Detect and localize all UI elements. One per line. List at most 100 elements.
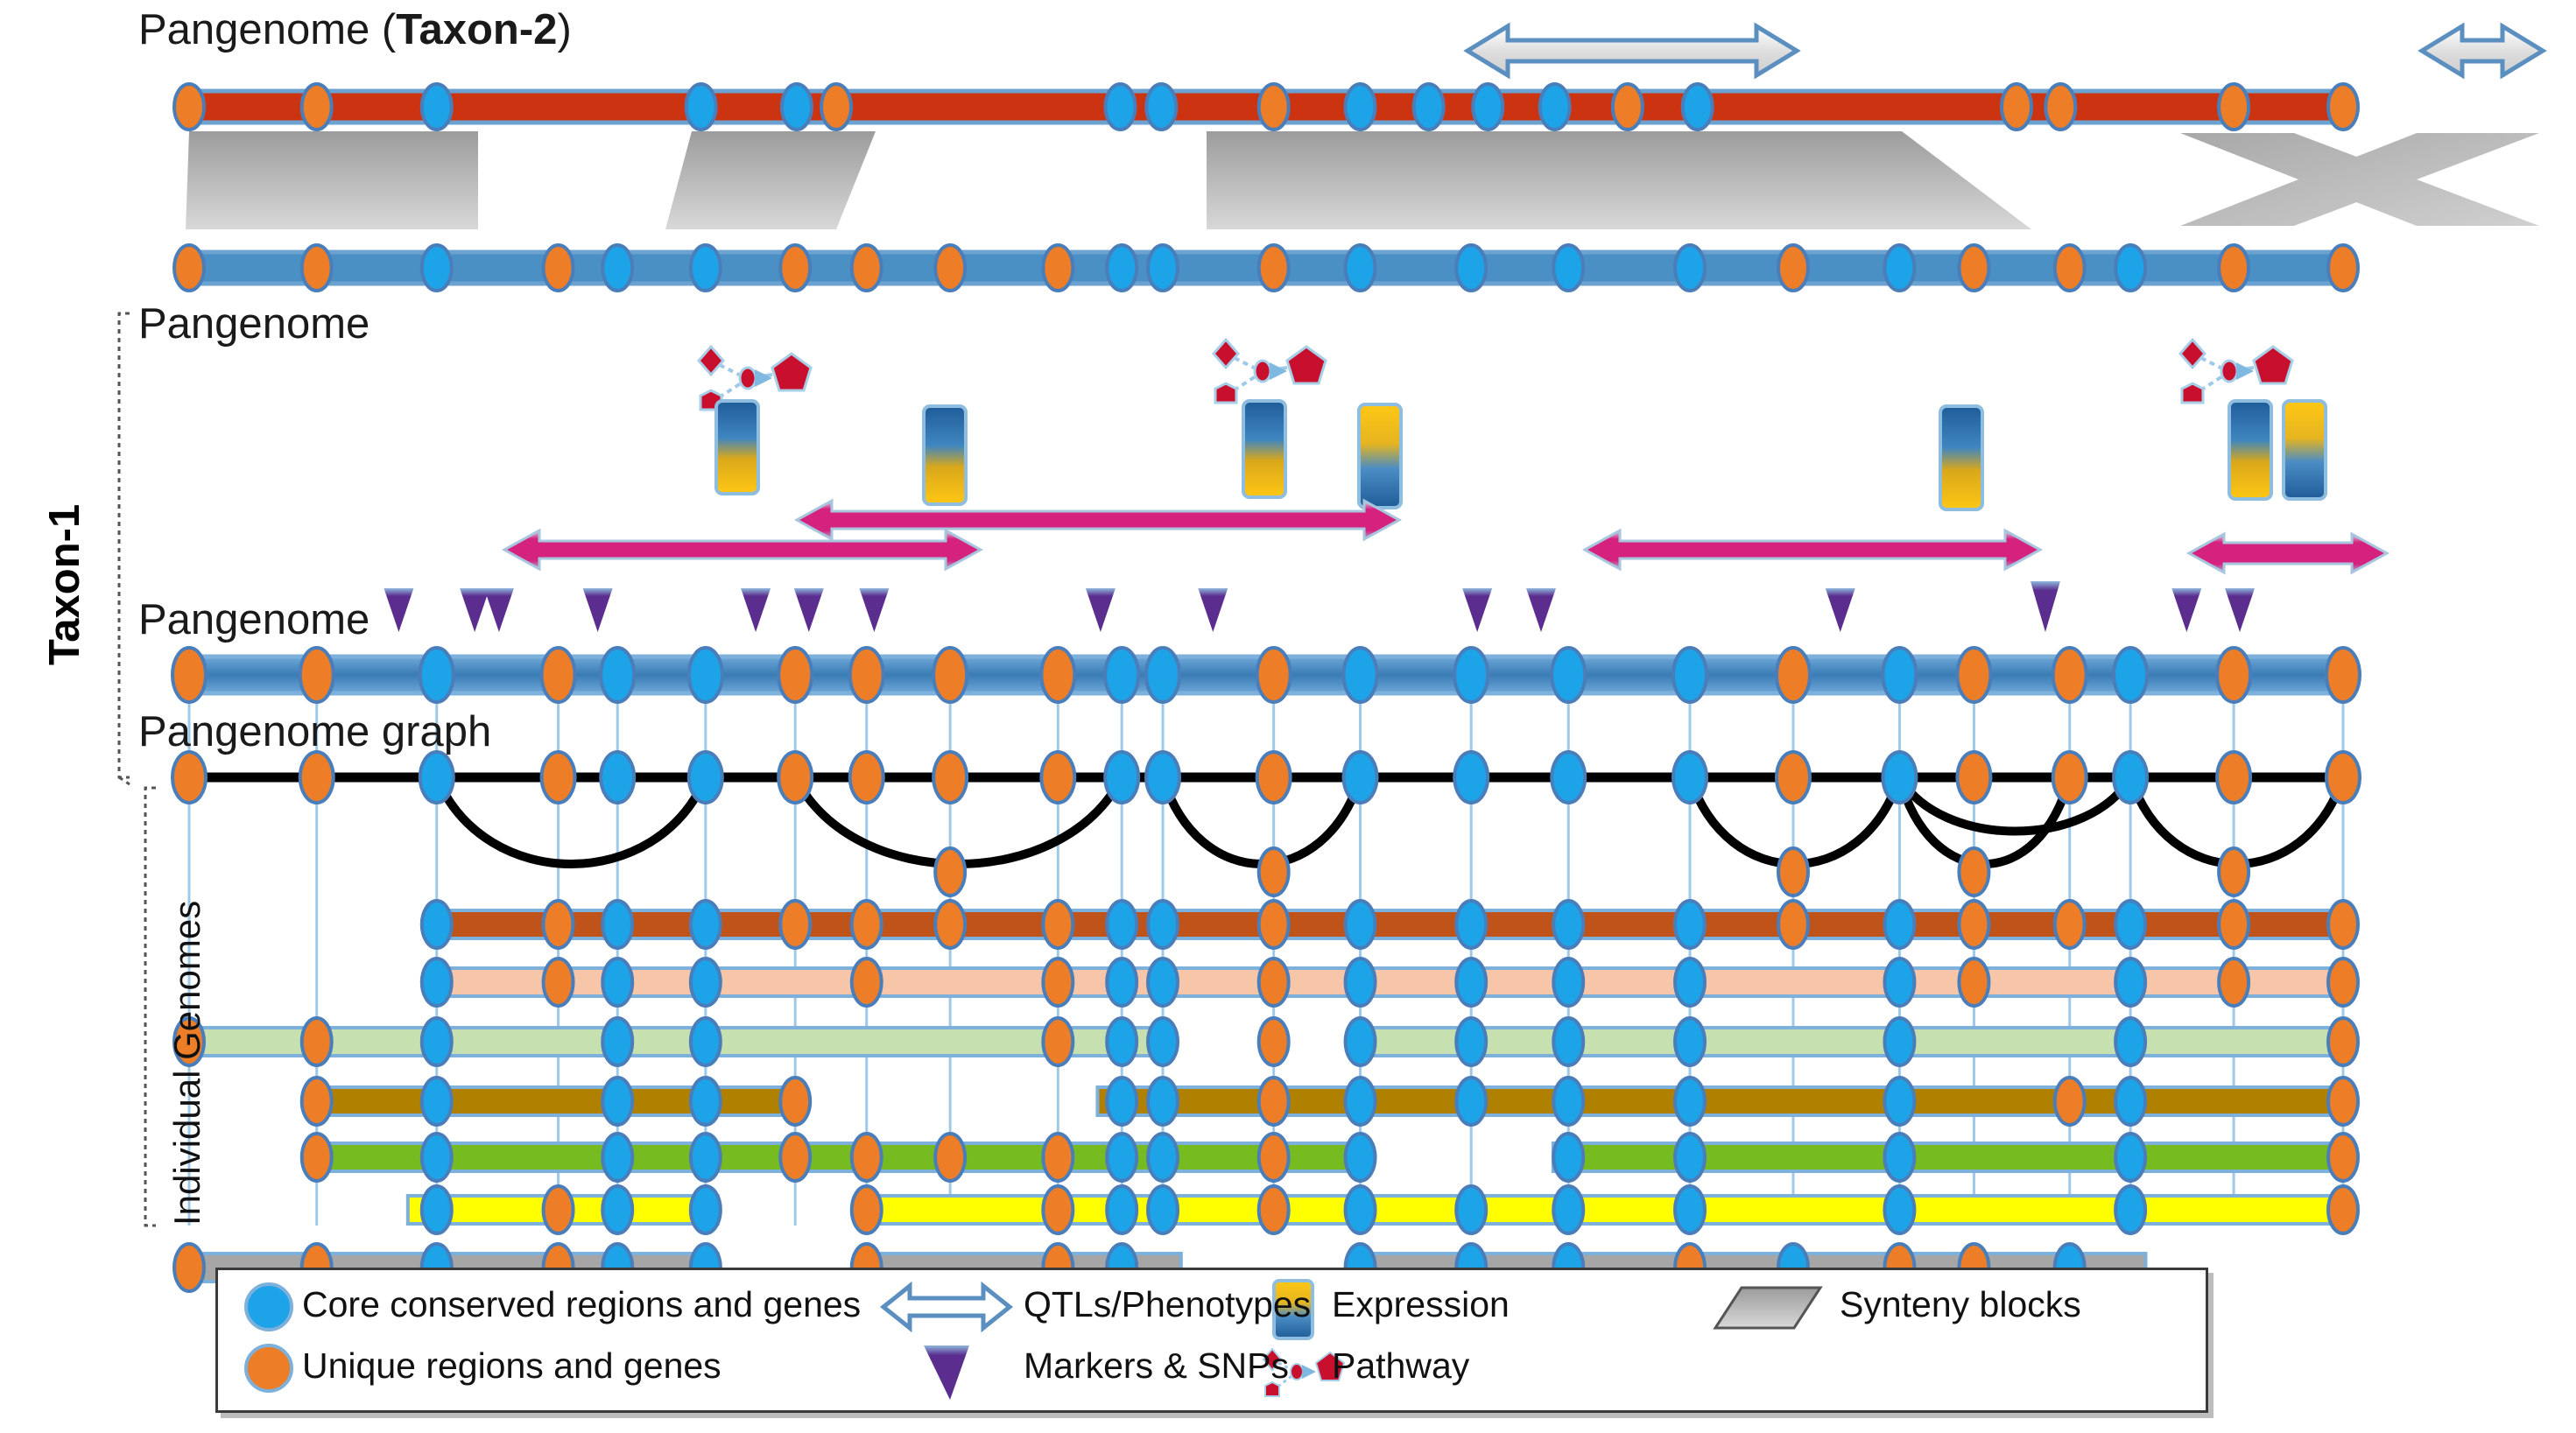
- unique-node: [298, 750, 335, 804]
- unique-node: [2000, 82, 2034, 131]
- expression-bar-7: [2282, 399, 2327, 501]
- unique-node: [1041, 1132, 1075, 1183]
- unique-node: [2052, 899, 2087, 950]
- unique-node: [1256, 1132, 1291, 1183]
- pathway-icons-group: [697, 337, 2294, 411]
- unique-node: [1256, 957, 1291, 1008]
- core-node: [1883, 899, 1917, 950]
- core-node: [1144, 82, 1179, 131]
- genome-nodes-group: [171, 82, 2361, 1293]
- expression-bar-6: [2228, 399, 2273, 501]
- core-node: [1550, 646, 1587, 704]
- unique-node: [1955, 646, 1993, 704]
- label-pangenome-graph: Pangenome graph: [138, 708, 492, 755]
- unique-node: [1957, 899, 1991, 950]
- marker-triangle: [483, 588, 514, 632]
- marker-triangle: [460, 588, 490, 632]
- core-node: [688, 1184, 722, 1235]
- unique-node: [2326, 1184, 2360, 1235]
- core-node: [1105, 899, 1139, 950]
- marker-triangle: [741, 588, 771, 632]
- core-node: [2114, 1016, 2148, 1067]
- marker-triangle: [793, 588, 824, 632]
- core-node: [1883, 243, 1917, 292]
- core-node: [1103, 750, 1141, 804]
- core-node: [1552, 957, 1586, 1008]
- unique-node: [299, 82, 334, 131]
- marker-triangle: [2171, 588, 2202, 632]
- unique-node: [820, 82, 854, 131]
- marker-triangle: [1526, 588, 1557, 632]
- core-node: [599, 750, 637, 804]
- pink-arrow-3-shape: [1581, 528, 2044, 572]
- marker-triangle: [1198, 588, 1228, 632]
- unique-node: [2325, 646, 2361, 704]
- marker-triangle: [859, 588, 890, 632]
- core-node: [1105, 1184, 1139, 1235]
- unique-node: [1774, 646, 1812, 704]
- unique-node: [541, 1184, 575, 1235]
- core-node: [1453, 750, 1490, 804]
- core-node: [1343, 957, 1377, 1008]
- unique-node: [848, 646, 885, 704]
- core-node: [1103, 82, 1137, 131]
- core-node: [418, 646, 455, 704]
- legend-label-synteny: Synteny blocks: [1840, 1284, 2081, 1324]
- core-node: [1454, 1076, 1489, 1127]
- unique-node: [2326, 899, 2360, 950]
- expression-bar-4: [1357, 403, 1403, 509]
- core-node: [1343, 1076, 1377, 1127]
- unique-node: [778, 1132, 813, 1183]
- unique-node: [777, 646, 814, 704]
- core-node: [1883, 957, 1917, 1008]
- core-node: [688, 243, 722, 292]
- unique-node: [933, 243, 968, 292]
- core-node: [1454, 899, 1489, 950]
- core-node: [1673, 1076, 1707, 1127]
- unique-node: [848, 750, 885, 804]
- gradient-bar-icon: [1272, 1279, 1314, 1340]
- label-pangenome-mid: Pangenome: [138, 596, 370, 643]
- core-node: [419, 1016, 454, 1067]
- unique-node: [778, 899, 813, 950]
- core-node: [1105, 1016, 1139, 1067]
- unique-node: [2217, 957, 2251, 1008]
- core-node: [1881, 646, 1918, 704]
- label-individual-genomes: Individual Genomes: [166, 900, 208, 1226]
- core-node: [688, 899, 722, 950]
- core-node: [419, 1184, 454, 1235]
- core-node: [1883, 1016, 1917, 1067]
- unique-node: [932, 750, 969, 804]
- core-node: [1146, 1016, 1180, 1067]
- genome-segment: [1358, 1026, 2345, 1057]
- unique-node: [1774, 750, 1812, 804]
- unique-node: [298, 646, 335, 704]
- core-node: [1673, 1184, 1707, 1235]
- unique-node: [849, 1132, 883, 1183]
- core-node: [1341, 750, 1379, 804]
- unique-node: [2326, 82, 2360, 131]
- core-node: [1552, 1132, 1586, 1183]
- core-node: [688, 1132, 722, 1183]
- core-node: [1146, 899, 1180, 950]
- core-node: [601, 243, 635, 292]
- core-node: [1146, 957, 1180, 1008]
- core-node: [1343, 1016, 1377, 1067]
- genome-segment: [434, 966, 2345, 998]
- unique-node: [1955, 750, 1993, 804]
- expression-bar-3: [1242, 399, 1287, 499]
- unique-node: [172, 1016, 206, 1067]
- core-node: [1146, 1076, 1180, 1127]
- pathway-icon-3: [2178, 337, 2294, 404]
- expression-bar-5: [1939, 404, 1984, 511]
- core-node: [1552, 1184, 1586, 1235]
- unique-node: [1041, 899, 1075, 950]
- unique-node: [2326, 1076, 2360, 1127]
- core-node: [419, 899, 454, 950]
- unique-node: [1776, 846, 1810, 897]
- unique-node: [2217, 243, 2251, 292]
- unique-node: [299, 1016, 334, 1067]
- unique-node: [172, 82, 206, 131]
- unique-node: [1957, 957, 1991, 1008]
- core-node: [2114, 1184, 2148, 1235]
